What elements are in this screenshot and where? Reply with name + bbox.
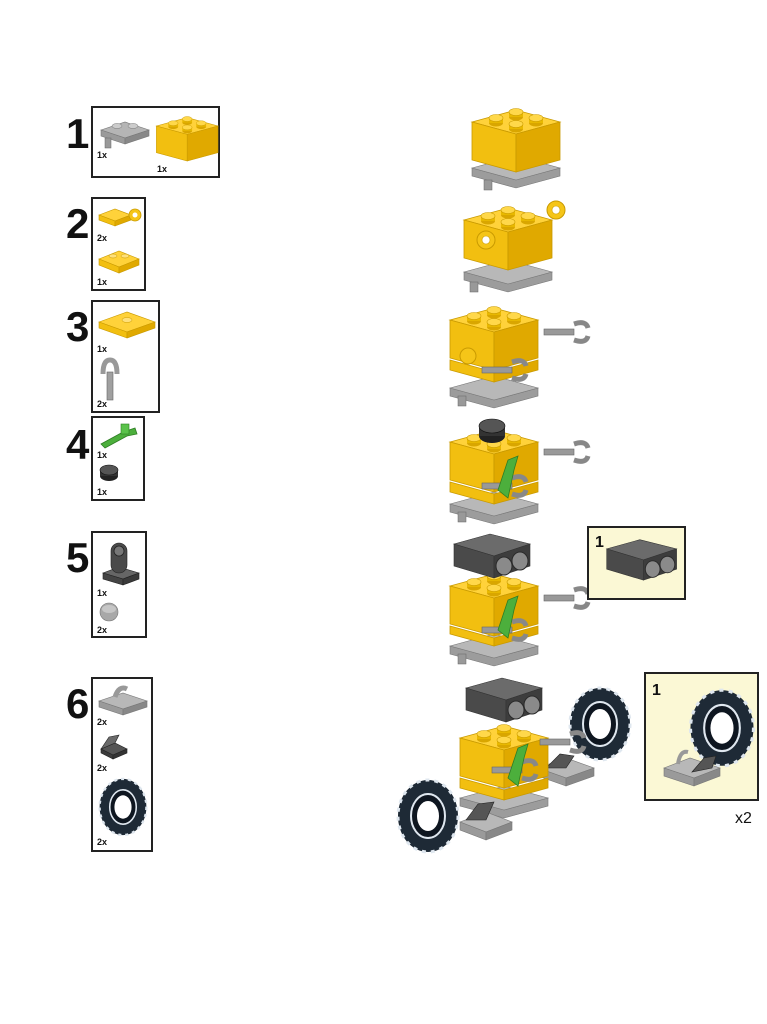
quantity-label: 1x	[97, 344, 108, 354]
quantity-label: 1x	[157, 164, 168, 174]
build-step-1-model	[470, 104, 570, 191]
step-number-1: 1	[66, 110, 90, 157]
gray-round-tile-part	[99, 602, 119, 622]
quantity-label: 2x	[97, 763, 108, 773]
black-tire-part	[98, 777, 148, 837]
callout-step-5: 1	[587, 526, 686, 600]
yellow-plate-1x2-part	[98, 250, 140, 274]
yellow-brick-2x2-part	[155, 112, 219, 168]
quantity-label: 1x	[97, 277, 108, 287]
black-round-plate-part	[99, 464, 119, 481]
gray-bar-with-clip-part	[100, 357, 120, 401]
dark-gray-slope-part	[100, 734, 128, 760]
quantity-label: 1x	[97, 150, 108, 160]
build-step-5-model	[448, 533, 588, 667]
callout-number: 1	[652, 682, 661, 699]
parts-list-step-4: 1x 1x	[91, 416, 145, 501]
gray-plate-with-clip-part	[98, 685, 148, 716]
parts-list-step-2: 2x 1x	[91, 197, 146, 291]
gray-plate-with-pin-part	[100, 121, 150, 149]
step-number-4: 4	[66, 421, 90, 468]
build-step-2-model	[460, 200, 566, 293]
step-number-5: 5	[66, 534, 90, 581]
callout-step-6: 1	[644, 672, 759, 801]
step-number-3: 3	[66, 303, 90, 350]
build-step-6-model	[396, 677, 632, 854]
callout-number: 1	[595, 534, 604, 551]
parts-list-step-5: 1x 2x	[91, 531, 147, 638]
quantity-label: 1x	[97, 588, 108, 598]
yellow-plate-with-clip-part	[98, 208, 142, 227]
callout-multiplier: x2	[735, 810, 752, 827]
quantity-label: 2x	[97, 233, 108, 243]
quantity-label: 2x	[97, 625, 108, 635]
quantity-label: 2x	[97, 837, 108, 847]
parts-list-step-1: 1x 1x	[91, 106, 220, 178]
quantity-label: 1x	[97, 487, 108, 497]
green-lever-part	[100, 423, 138, 449]
callout-wheel-subassembly	[663, 688, 756, 787]
quantity-label: 1x	[97, 450, 108, 460]
yellow-plate-2x2-part	[98, 311, 156, 339]
parts-list-step-6: 2x 2x 2x	[91, 677, 153, 852]
step-number-2: 2	[66, 200, 90, 247]
step-number-6: 6	[66, 680, 90, 727]
build-step-4-model	[448, 418, 588, 525]
dark-gray-technic-pin-connector-part	[102, 542, 140, 586]
quantity-label: 2x	[97, 717, 108, 727]
quantity-label: 2x	[97, 399, 108, 409]
parts-list-step-3: 1x 2x	[91, 300, 160, 413]
build-step-3-model	[448, 298, 588, 409]
callout-connector-subassembly	[606, 539, 678, 581]
